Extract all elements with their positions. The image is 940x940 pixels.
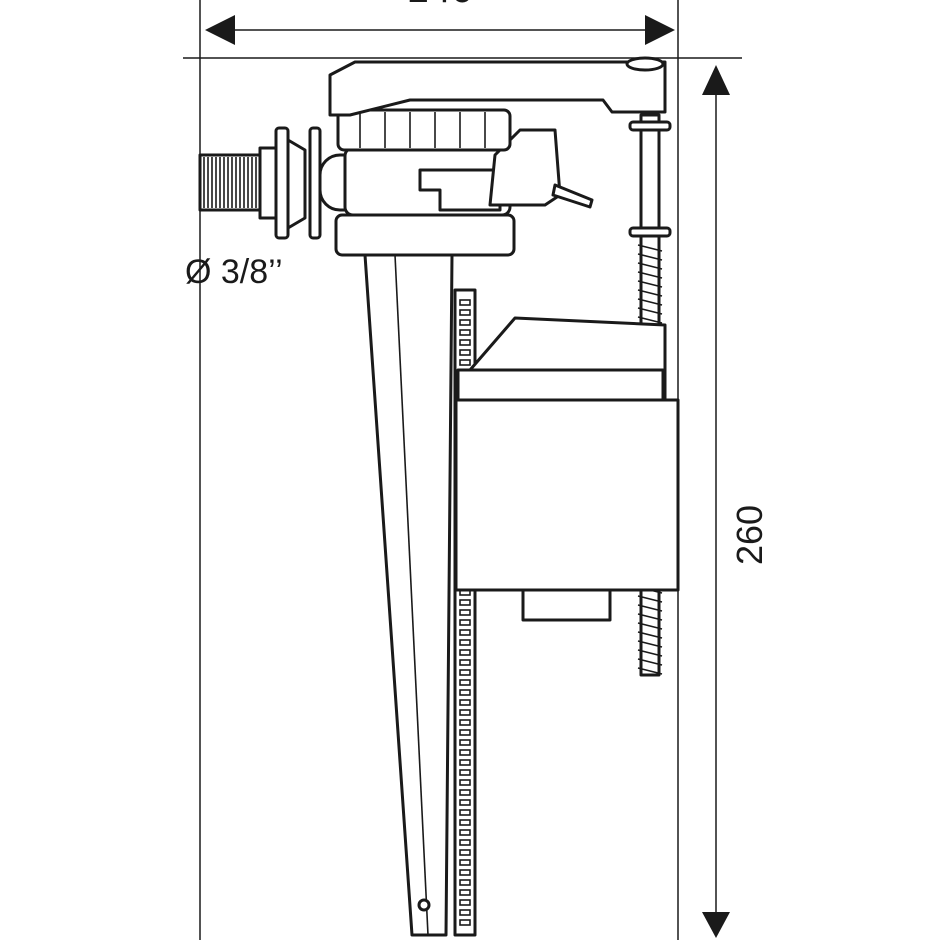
screw-thread xyxy=(637,298,663,306)
screw-thread xyxy=(637,631,663,639)
rack-tooth xyxy=(459,909,471,916)
rack-tooth xyxy=(459,699,471,706)
inlet-diameter-label: Ø 3/8’’ xyxy=(185,253,283,291)
screw-thread xyxy=(637,289,663,297)
rack-tooth xyxy=(459,879,471,886)
width-dimension-label: 140 xyxy=(407,0,474,11)
screw-thread xyxy=(637,658,663,666)
rack-tooth xyxy=(459,789,471,796)
rack-tooth xyxy=(459,639,471,646)
screw-thread xyxy=(637,595,663,603)
rack-tooth xyxy=(459,819,471,826)
rack-tooth xyxy=(459,319,471,326)
rack-tooth xyxy=(459,799,471,806)
rack-tooth xyxy=(459,329,471,336)
rack-tooth xyxy=(459,759,471,766)
screw-thread xyxy=(637,667,663,675)
rack-tooth xyxy=(459,309,471,316)
screw-thread xyxy=(637,307,663,315)
rack-tooth xyxy=(459,689,471,696)
arrow-left-icon xyxy=(205,15,235,45)
rack-tooth xyxy=(459,299,471,306)
rack-tooth xyxy=(459,609,471,616)
rack-tooth xyxy=(459,359,471,366)
dimension-lines xyxy=(183,0,742,940)
rack-tooth xyxy=(459,779,471,786)
rack-tooth xyxy=(459,659,471,666)
valve-tube xyxy=(363,253,454,937)
screw-thread xyxy=(637,262,663,270)
rack-tooth xyxy=(459,869,471,876)
rack-tooth xyxy=(459,339,471,346)
rack-tooth xyxy=(459,889,471,896)
float xyxy=(454,316,680,622)
height-dimension-label: 260 xyxy=(729,505,770,565)
rack-tooth xyxy=(459,849,471,856)
rack-tooth xyxy=(459,619,471,626)
rack-tooth xyxy=(459,709,471,716)
rack-tooth xyxy=(459,769,471,776)
arrow-down-icon xyxy=(702,912,730,938)
rack-tooth xyxy=(459,749,471,756)
rack-tooth xyxy=(459,719,471,726)
rack-tooth xyxy=(459,599,471,606)
screw-thread xyxy=(637,649,663,657)
screw-thread xyxy=(637,316,663,324)
rack-tooth xyxy=(459,649,471,656)
rack-tooth xyxy=(459,919,471,926)
base-flange xyxy=(334,213,516,257)
screw-thread xyxy=(637,622,663,630)
rack-tooth xyxy=(459,679,471,686)
screw-thread xyxy=(637,244,663,252)
top-lever xyxy=(328,60,667,117)
screw-thread xyxy=(637,640,663,648)
tube-hole xyxy=(417,898,431,912)
rack-tooth xyxy=(459,629,471,636)
screw-thread xyxy=(637,271,663,279)
rack-tooth xyxy=(459,669,471,676)
rack-tooth xyxy=(459,809,471,816)
rack-tooth xyxy=(459,899,471,906)
rack-tooth xyxy=(459,729,471,736)
rack-tooth xyxy=(459,839,471,846)
rack-tooth xyxy=(459,349,471,356)
lever-pivot xyxy=(625,56,665,72)
screw-thread xyxy=(637,280,663,288)
screw-thread xyxy=(637,613,663,621)
cam-pin xyxy=(551,183,594,209)
rack-tooth xyxy=(459,829,471,836)
arrow-up-icon xyxy=(702,65,730,95)
rack-tooth xyxy=(459,859,471,866)
rack-tooth xyxy=(459,739,471,746)
arrow-right-icon xyxy=(645,15,675,45)
screw-thread xyxy=(637,604,663,612)
cap-nut xyxy=(336,108,512,152)
screw-thread xyxy=(637,253,663,261)
